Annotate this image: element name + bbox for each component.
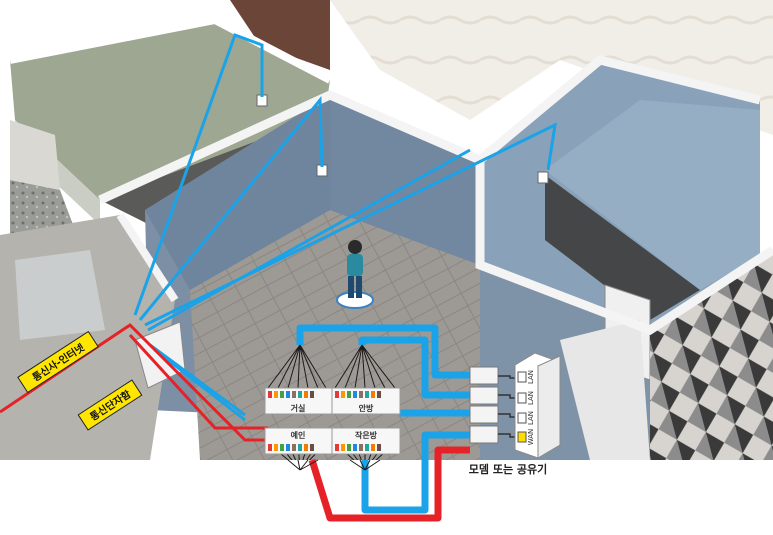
patch-panel-top	[264, 387, 401, 415]
router-port-label: WAN	[527, 429, 535, 446]
router-port-label: LAN	[527, 370, 535, 384]
person-figure	[336, 240, 374, 309]
exterior-sand-area	[330, 0, 773, 135]
router	[514, 352, 561, 459]
port-label: 거실	[291, 403, 306, 413]
router-caption: 모뎀 또는 공유기	[469, 462, 548, 476]
panel-wires	[267, 344, 396, 471]
router-port-label: LAN	[527, 411, 535, 425]
tiled-floor	[650, 250, 773, 460]
in-wall-cables	[133, 33, 557, 422]
patch-panel-bottom	[264, 427, 401, 455]
port-label: 작은방	[355, 430, 378, 440]
brick-wall	[230, 0, 330, 70]
lan-port	[517, 392, 527, 404]
lan-port	[517, 371, 527, 383]
lan-port	[517, 412, 527, 424]
wan-port	[517, 431, 527, 443]
router-port-label: LAN	[527, 391, 535, 405]
port-label: 안방	[359, 403, 374, 413]
port-label: 예인	[291, 430, 306, 440]
room-back-left	[10, 20, 330, 200]
wall-jack	[537, 171, 549, 184]
